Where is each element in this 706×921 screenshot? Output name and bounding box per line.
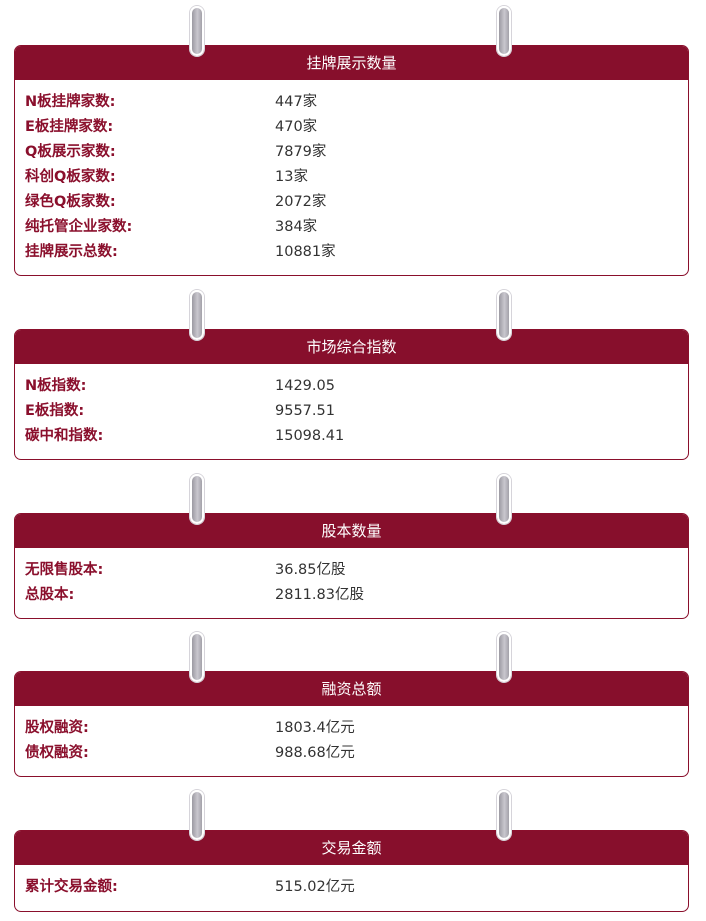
stat-label: 股权融资: — [25, 720, 89, 736]
stat-row: 总股本: 2811.83亿股 — [25, 583, 688, 608]
binder-pin-right — [497, 632, 511, 682]
stat-row: N板指数: 1429.05 — [25, 374, 688, 399]
stat-label: 无限售股本: — [25, 562, 104, 578]
stat-label: 碳中和指数: — [25, 428, 104, 444]
stat-label: 绿色Q板家数: — [25, 194, 116, 210]
card-title: 挂牌展示数量 — [15, 46, 688, 80]
stat-row: 碳中和指数: 15098.41 — [25, 424, 688, 449]
stat-value: 470家 — [275, 119, 318, 135]
stat-value: 2811.83亿股 — [275, 587, 364, 603]
binder-pin-left — [190, 632, 204, 682]
financing-total-card: 融资总额 股权融资: 1803.4亿元 债权融资: 988.68亿元 — [14, 671, 689, 777]
card-title: 股本数量 — [15, 514, 688, 548]
binder-pin-left — [190, 474, 204, 524]
stat-value: 2072家 — [275, 194, 327, 210]
stat-value: 15098.41 — [275, 428, 345, 444]
stat-row: 债权融资: 988.68亿元 — [25, 741, 688, 766]
binder-pin-right — [497, 790, 511, 840]
stat-value: 515.02亿元 — [275, 879, 355, 895]
stat-row: Q板展示家数: 7879家 — [25, 140, 688, 165]
binder-pin-right — [497, 474, 511, 524]
market-index-card: 市场综合指数 N板指数: 1429.05 E板指数: 9557.51 碳中和指数: 1… — [14, 329, 689, 460]
stat-row: 挂牌展示总数: 10881家 — [25, 240, 688, 265]
stat-label: 纯托管企业家数: — [25, 219, 133, 235]
card-title: 交易金额 — [15, 831, 688, 865]
stat-label: 挂牌展示总数: — [25, 244, 118, 260]
share-capital-card: 股本数量 无限售股本: 36.85亿股 总股本: 2811.83亿股 — [14, 513, 689, 619]
stat-row: 科创Q板家数: 13家 — [25, 165, 688, 190]
card-title: 融资总额 — [15, 672, 688, 706]
binder-pin-left — [190, 290, 204, 340]
stat-label: N板指数: — [25, 378, 87, 394]
stat-value: 9557.51 — [275, 403, 335, 419]
stat-label: 总股本: — [25, 587, 75, 603]
stat-label: 科创Q板家数: — [25, 169, 116, 185]
stat-row: N板挂牌家数: 447家 — [25, 90, 688, 115]
stat-value: 447家 — [275, 94, 318, 110]
stat-row: E板指数: 9557.51 — [25, 399, 688, 424]
stat-label: E板挂牌家数: — [25, 119, 114, 135]
stat-row: E板挂牌家数: 470家 — [25, 115, 688, 140]
stat-label: 累计交易金额: — [25, 879, 118, 895]
binder-pin-right — [497, 6, 511, 56]
stat-label: E板指数: — [25, 403, 85, 419]
stat-value: 36.85亿股 — [275, 562, 346, 578]
stat-row: 绿色Q板家数: 2072家 — [25, 190, 688, 215]
binder-pin-left — [190, 6, 204, 56]
stat-value: 7879家 — [275, 144, 327, 160]
stat-row: 股权融资: 1803.4亿元 — [25, 716, 688, 741]
stat-value: 13家 — [275, 169, 308, 185]
stat-value: 988.68亿元 — [275, 745, 355, 761]
trade-amount-card: 交易金额 累计交易金额: 515.02亿元 — [14, 830, 689, 912]
card-title: 市场综合指数 — [15, 330, 688, 364]
binder-pin-left — [190, 790, 204, 840]
binder-pin-right — [497, 290, 511, 340]
listing-count-card: 挂牌展示数量 N板挂牌家数: 447家 E板挂牌家数: 470家 Q板展示家数: 78… — [14, 45, 689, 276]
stat-row: 累计交易金额: 515.02亿元 — [25, 875, 688, 900]
stat-label: N板挂牌家数: — [25, 94, 116, 110]
stat-value: 1429.05 — [275, 378, 335, 394]
stat-row: 纯托管企业家数: 384家 — [25, 215, 688, 240]
stat-value: 10881家 — [275, 244, 336, 260]
stat-row: 无限售股本: 36.85亿股 — [25, 558, 688, 583]
stat-label: Q板展示家数: — [25, 144, 116, 160]
stat-value: 384家 — [275, 219, 318, 235]
stat-value: 1803.4亿元 — [275, 720, 355, 736]
stat-label: 债权融资: — [25, 745, 89, 761]
